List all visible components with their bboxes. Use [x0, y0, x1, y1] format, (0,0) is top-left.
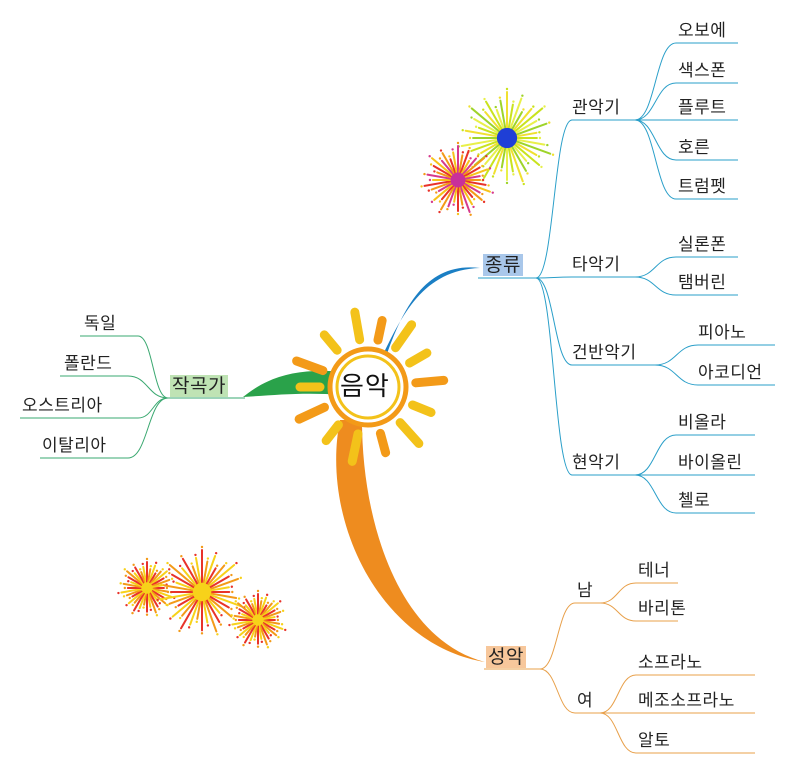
- group-male-label[interactable]: 남: [577, 581, 594, 601]
- item-trumpet[interactable]: 트럼펫: [678, 177, 727, 197]
- connector-lines: [20, 42, 775, 754]
- item-viola[interactable]: 비올라: [678, 413, 727, 433]
- firework-icon: [420, 141, 494, 216]
- branch-types-label[interactable]: 종류: [483, 254, 523, 276]
- group-percussion-label[interactable]: 타악기: [572, 255, 621, 275]
- group-wind-label[interactable]: 관악기: [572, 98, 621, 118]
- branch-composers-label[interactable]: 작곡가: [170, 375, 228, 397]
- item-mezzo-soprano[interactable]: 메조소프라노: [638, 691, 735, 711]
- fireworks-layer: [117, 87, 555, 649]
- item-austria[interactable]: 오스트리아: [22, 396, 103, 416]
- item-xylophone[interactable]: 실론폰: [678, 235, 727, 255]
- item-poland[interactable]: 폴란드: [64, 354, 113, 374]
- branch-vocal-label[interactable]: 성악: [486, 646, 526, 668]
- group-female-label[interactable]: 여: [577, 691, 594, 711]
- item-cello[interactable]: 첼로: [678, 491, 711, 511]
- item-horn[interactable]: 호른: [678, 138, 711, 158]
- branch-vocal-connector: [336, 420, 485, 662]
- item-italy[interactable]: 이탈리아: [42, 436, 107, 456]
- item-tambourine[interactable]: 탬버린: [678, 273, 727, 293]
- firework-icon: [117, 557, 176, 617]
- firework-icon: [228, 589, 287, 649]
- firework-icon: [457, 87, 555, 186]
- group-string-label[interactable]: 현악기: [572, 453, 621, 473]
- item-flute[interactable]: 플루트: [678, 98, 727, 118]
- center-topic[interactable]: 음악: [340, 372, 390, 402]
- item-baritone[interactable]: 바리톤: [638, 599, 687, 619]
- group-keyboard-label[interactable]: 건반악기: [572, 343, 637, 363]
- item-soprano[interactable]: 소프라노: [638, 653, 703, 673]
- item-violin[interactable]: 바이올린: [678, 453, 743, 473]
- sun-icon: [292, 307, 449, 466]
- item-oboe[interactable]: 오보에: [678, 21, 727, 41]
- firework-icon: [156, 545, 246, 636]
- item-accordion[interactable]: 아코디언: [698, 363, 763, 383]
- item-tenor[interactable]: 테너: [638, 561, 671, 581]
- item-piano[interactable]: 피아노: [698, 323, 747, 343]
- item-alto[interactable]: 알토: [638, 731, 671, 751]
- item-germany[interactable]: 독일: [84, 314, 117, 334]
- item-saxophone[interactable]: 색스폰: [678, 61, 727, 81]
